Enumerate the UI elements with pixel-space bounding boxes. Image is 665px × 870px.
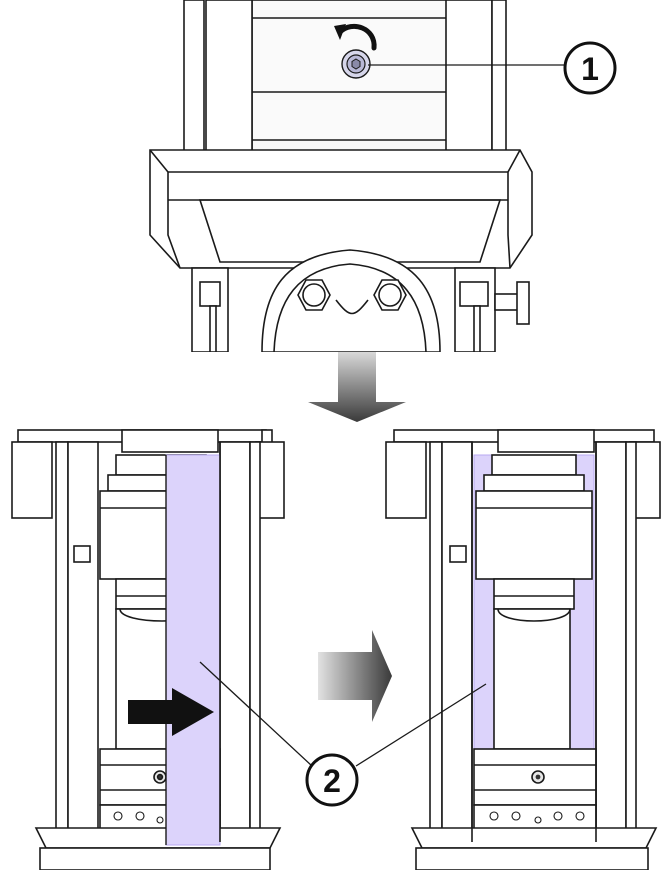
rotate-counterclockwise-arrow-icon	[334, 24, 377, 51]
callout-1: 1	[368, 41, 617, 95]
callout-1-circle	[563, 41, 617, 95]
callout-2: 2	[199, 661, 487, 807]
callout-2-leader-left	[199, 661, 313, 767]
transition-down-arrow-icon	[308, 352, 406, 422]
callout-1-label: 1	[581, 51, 599, 87]
hex-socket-screw-icon	[341, 49, 371, 79]
left-detail-view	[11, 429, 285, 870]
push-right-arrow-icon	[128, 688, 214, 736]
right-detail-inner	[410, 454, 658, 870]
callout-2-circle	[305, 753, 359, 807]
callout-2-label: 2	[323, 763, 341, 799]
callout-2-leader-right	[355, 683, 487, 767]
transition-right-arrow-icon	[318, 630, 392, 722]
highlighted-part-left	[165, 454, 221, 846]
top-assembly-view	[149, 0, 533, 352]
